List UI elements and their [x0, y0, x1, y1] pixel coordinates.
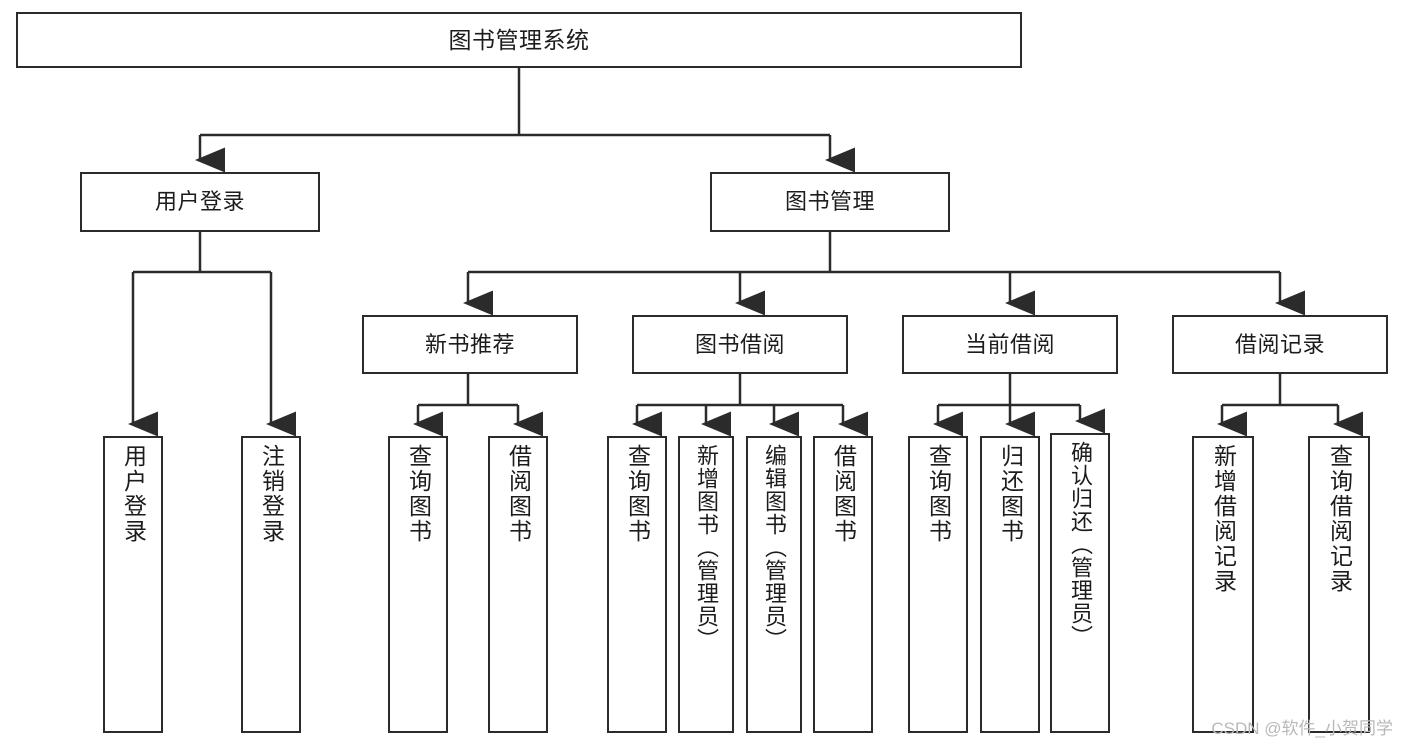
node-current-borrow[interactable]: 当前借阅: [902, 315, 1118, 374]
node-label: 归还图书: [997, 444, 1024, 544]
node-borrow-record[interactable]: 借阅记录: [1172, 315, 1388, 374]
node-label: 查询图书: [405, 444, 432, 544]
leaf-book-borrow-add[interactable]: 新增图书（管理员）: [678, 436, 734, 733]
leaf-borrow-record-add[interactable]: 新增借阅记录: [1192, 436, 1254, 733]
node-label: 借阅图书: [505, 444, 532, 544]
leaf-current-borrow-confirm-return[interactable]: 确认归还（管理员）: [1050, 433, 1110, 733]
node-label: 图书管理系统: [448, 26, 590, 53]
leaf-current-borrow-return[interactable]: 归还图书: [980, 436, 1040, 733]
leaf-new-book-query[interactable]: 查询图书: [388, 436, 448, 733]
node-book-management[interactable]: 图书管理: [710, 172, 950, 232]
node-root-system[interactable]: 图书管理系统: [16, 12, 1022, 68]
node-label: 查询借阅记录: [1326, 444, 1353, 594]
leaf-borrow-record-query[interactable]: 查询借阅记录: [1308, 436, 1370, 733]
node-label: 用户登录: [154, 189, 245, 215]
node-label: 新书推荐: [424, 331, 515, 357]
leaf-book-borrow-edit[interactable]: 编辑图书（管理员）: [746, 436, 802, 733]
node-label: 借阅图书: [830, 444, 857, 544]
watermark: CSDN @软件_小贺同学: [1211, 719, 1393, 738]
leaf-user-login-logout[interactable]: 注销登录: [241, 436, 301, 733]
node-label: 借阅记录: [1234, 331, 1325, 357]
leaf-user-login-login[interactable]: 用户登录: [103, 436, 163, 733]
node-label: 确认归还（管理员）: [1068, 441, 1093, 648]
node-label: 注销登录: [258, 444, 285, 544]
node-book-borrow[interactable]: 图书借阅: [632, 315, 848, 374]
node-label: 图书借阅: [694, 331, 785, 357]
node-label: 新增图书（管理员）: [694, 444, 719, 651]
node-label: 图书管理: [784, 189, 875, 215]
leaf-book-borrow-borrow[interactable]: 借阅图书: [813, 436, 873, 733]
node-label: 查询图书: [624, 444, 651, 544]
node-label: 新增借阅记录: [1210, 444, 1237, 594]
node-label: 当前借阅: [964, 331, 1055, 357]
node-user-login[interactable]: 用户登录: [80, 172, 320, 232]
leaf-new-book-borrow[interactable]: 借阅图书: [488, 436, 548, 733]
node-label: 查询图书: [925, 444, 952, 544]
leaf-current-borrow-query[interactable]: 查询图书: [908, 436, 968, 733]
node-new-book-recommend[interactable]: 新书推荐: [362, 315, 578, 374]
node-label: 用户登录: [120, 444, 147, 544]
node-label: 编辑图书（管理员）: [762, 444, 787, 651]
leaf-book-borrow-query[interactable]: 查询图书: [607, 436, 667, 733]
